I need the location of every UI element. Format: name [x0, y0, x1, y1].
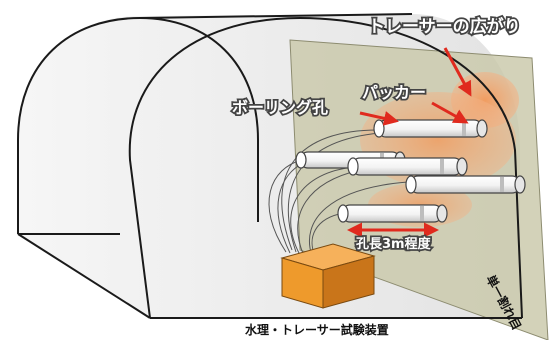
borehole-1	[373, 119, 488, 138]
tunnel-floor-edge	[17, 233, 151, 319]
red-arrow-icon	[359, 111, 399, 126]
label-borehole: ボーリング孔	[232, 98, 328, 117]
borehole-3	[347, 157, 468, 176]
red-arrow-icon	[431, 101, 469, 124]
red-arrow-icon	[443, 47, 472, 97]
borehole-4	[405, 175, 526, 194]
test-device-box-icon	[280, 243, 376, 309]
borehole-5	[337, 204, 448, 223]
label-tracer-spread: トレーサーの広がり	[368, 16, 521, 37]
tunnel-top-edge	[139, 13, 413, 19]
tunnel-front-arch	[128, 16, 523, 319]
label-test-device: 水理・トレーサー試験装置	[245, 322, 389, 337]
label-packer: パッカー	[362, 83, 426, 102]
label-hole-length: 孔長3m程度	[356, 236, 432, 252]
